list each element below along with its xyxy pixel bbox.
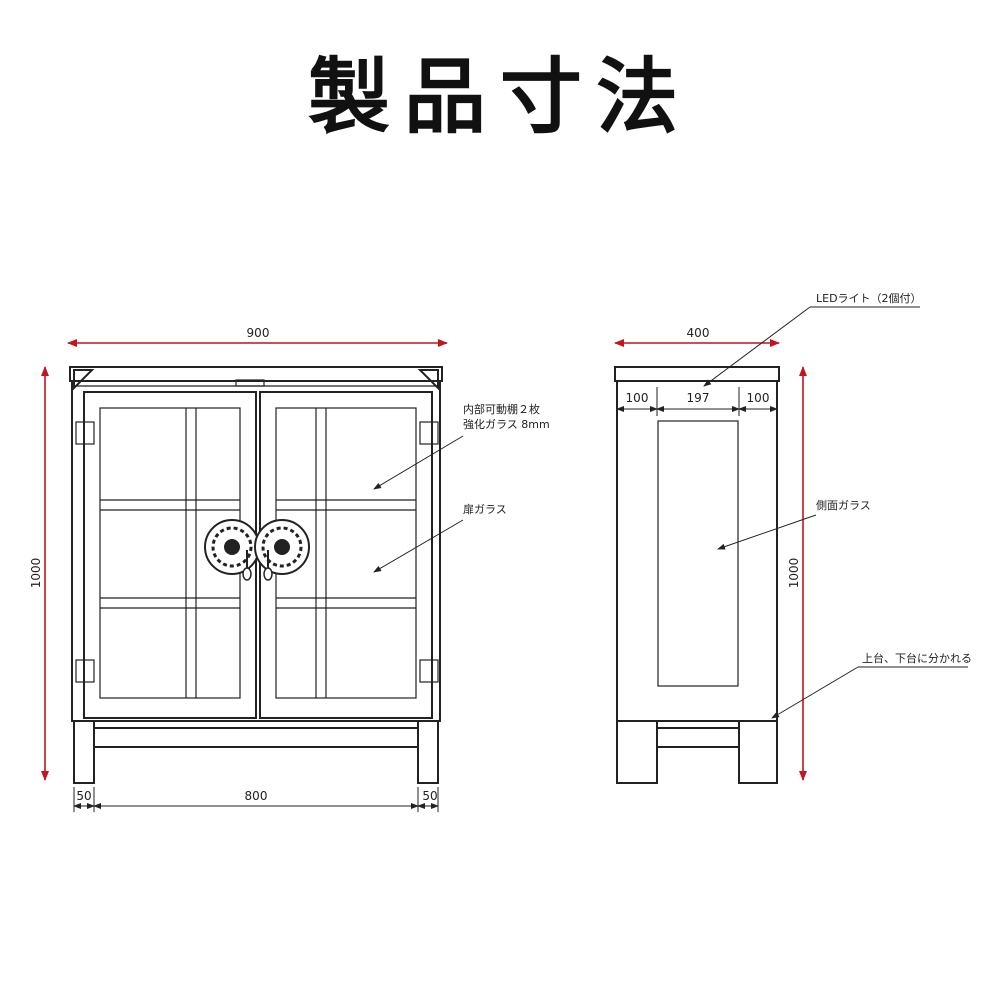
front-bottom-left-label: 50 — [76, 789, 91, 803]
door-glass-note: 扉ガラス — [463, 503, 507, 516]
corner-bracket-icon — [73, 369, 95, 391]
side-depth-label: 400 — [687, 326, 710, 340]
side-seg-right-label: 100 — [747, 391, 770, 405]
split-note: 上台、下台に分かれる — [862, 651, 972, 665]
hinge-icon — [419, 421, 439, 445]
side-glass-leader — [717, 514, 817, 550]
inner-shelf-leader — [373, 435, 464, 490]
led-light-leader — [703, 306, 811, 387]
side-top-board — [614, 366, 780, 382]
corner-bracket-icon — [417, 369, 439, 391]
front-bottom-center-label: 800 — [245, 789, 268, 803]
side-right-leg — [738, 720, 778, 784]
side-seg-left-label: 100 — [626, 391, 649, 405]
front-right-leg — [417, 720, 439, 784]
hinge-icon — [75, 659, 95, 683]
led-light-note: LEDライト（2個付） — [816, 292, 922, 305]
front-height-label: 1000 — [29, 558, 43, 589]
split-leader — [771, 666, 859, 719]
front-view: 900 1000 — [29, 326, 550, 812]
front-bottom-right-label: 50 — [422, 789, 437, 803]
side-height-label: 1000 — [787, 558, 801, 589]
page-title: 製品寸法 — [307, 49, 692, 145]
side-view: 400 1000 100 197 100 LEDライト（2個付） 側面ガラス — [614, 292, 972, 784]
door-glass-leader — [373, 519, 464, 573]
hinge-icon — [75, 421, 95, 445]
hinge-icon — [419, 659, 439, 683]
side-cabinet-body — [616, 380, 778, 722]
side-left-leg — [616, 720, 658, 784]
side-seg-center-label: 197 — [687, 391, 710, 405]
inner-shelf-note-line1: 内部可動棚２枚 — [463, 402, 540, 416]
front-top-board — [69, 366, 443, 382]
front-width-label: 900 — [247, 326, 270, 340]
side-glass-panel — [657, 420, 739, 687]
inner-shelf-note-line2: 強化ガラス 8mm — [463, 417, 550, 431]
front-left-leg — [73, 720, 95, 784]
side-glass-note: 側面ガラス — [816, 499, 871, 512]
